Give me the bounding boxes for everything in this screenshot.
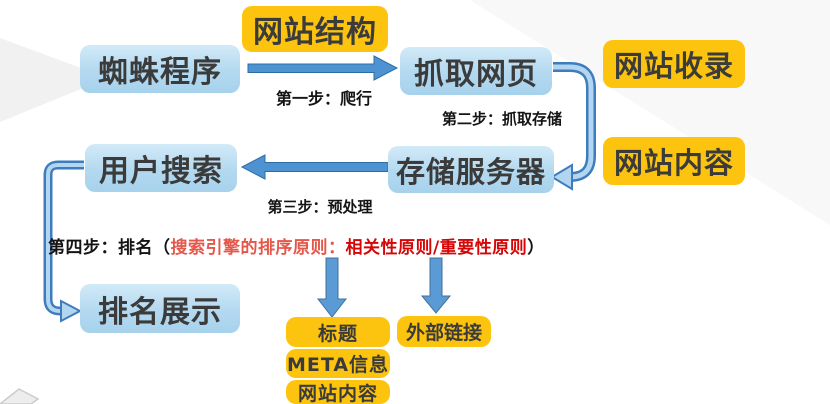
node-external-links: 外部链接 [397, 316, 491, 347]
label-step4-prefix: 第四步：排名（ [48, 238, 171, 258]
node-rank-display: 排名展示 [80, 284, 240, 333]
node-fetch-pages: 抓取网页 [400, 47, 552, 95]
node-site-indexed: 网站收录 [603, 40, 745, 88]
node-title: 标题 [286, 317, 390, 347]
label-step2: 第二步：抓取存储 [441, 110, 562, 128]
node-user-search: 用户搜索 [85, 144, 237, 192]
label-step4-red-bold: 相关性原则/重要性原则 [345, 238, 528, 258]
node-site-indexed-label: 网站收录 [613, 49, 734, 83]
node-fetch-pages-label: 抓取网页 [414, 57, 538, 92]
arrow-step4-head [60, 299, 83, 323]
decor-chevron-bottom-left [0, 388, 40, 404]
node-site-content-right: 网站内容 [603, 137, 745, 185]
node-site-content-bottom-label: 网站内容 [297, 382, 378, 404]
arrow-down-onpage [316, 257, 348, 318]
node-rank-display-label: 排名展示 [98, 294, 222, 330]
node-site-structure-label: 网站结构 [253, 15, 377, 50]
arrow-step1-right [247, 55, 399, 81]
node-spider-program: 蜘蛛程序 [80, 45, 240, 93]
node-external-links-label: 外部链接 [405, 322, 482, 344]
node-user-search-label: 用户搜索 [99, 154, 223, 189]
label-step1: 第一步：爬行 [275, 89, 372, 108]
label-step4-red-normal: 搜索引擎的排序原则： [170, 238, 346, 258]
label-step3: 第三步：预处理 [267, 198, 373, 216]
node-site-content-bottom: 网站内容 [286, 380, 390, 404]
node-site-structure: 网站结构 [242, 6, 388, 52]
arrow-step2-head [550, 163, 573, 191]
decor-triangle-left [0, 38, 108, 122]
arrow-step3-left [240, 154, 389, 180]
node-site-content-right-label: 网站内容 [613, 146, 734, 180]
node-title-label: 标题 [317, 322, 358, 345]
label-step4: 第四步：排名（搜索引擎的排序原则：相关性原则/重要性原则） [48, 233, 545, 258]
arrow-step4-bracket-fill [46, 163, 84, 313]
label-step4-suffix: ） [527, 238, 545, 258]
arrow-step2-curve-fill [553, 64, 594, 180]
node-spider-program-label: 蜘蛛程序 [98, 55, 222, 90]
arrow-down-external [420, 257, 452, 314]
node-storage-server-label: 存储服务器 [395, 154, 546, 189]
node-meta-info-label: META信息 [286, 354, 390, 376]
node-storage-server: 存储服务器 [388, 146, 554, 193]
node-meta-info: META信息 [286, 349, 390, 378]
